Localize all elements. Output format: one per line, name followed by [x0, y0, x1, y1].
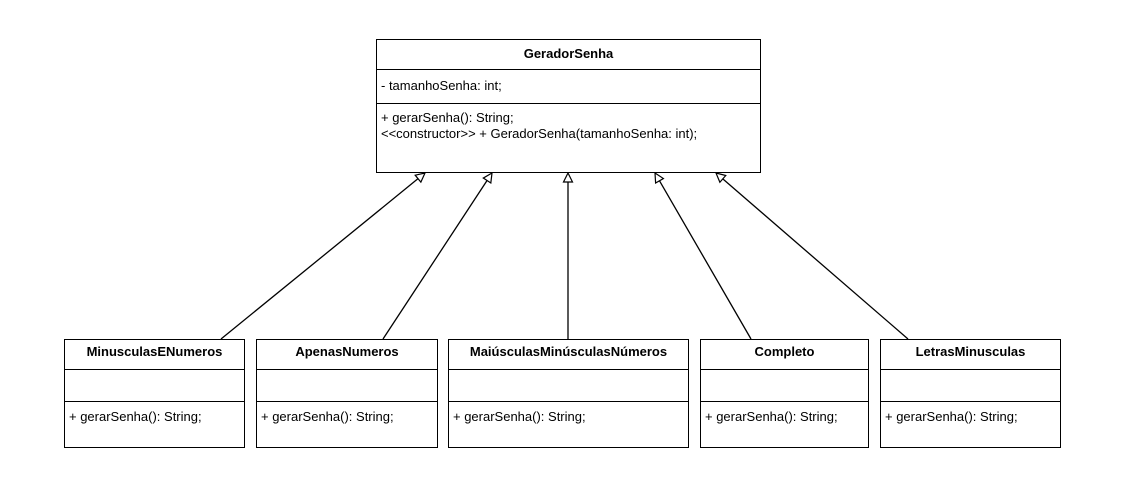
inheritance-arrowhead	[414, 172, 427, 184]
operation: + gerarSenha(): String;	[69, 409, 202, 424]
class-letras-minusculas[interactable]: LetrasMinusculas + gerarSenha(): String;	[880, 339, 1061, 448]
operations-compartment: + gerarSenha(): String;	[65, 402, 244, 430]
operation: <<constructor>> + GeradorSenha(tamanhoSe…	[381, 126, 698, 141]
inheritance-arrowhead	[654, 171, 665, 185]
attributes-compartment: - tamanhoSenha: int;	[377, 70, 760, 104]
operations-compartment: + gerarSenha(): String;	[881, 402, 1060, 430]
class-name: ApenasNumeros	[257, 340, 437, 370]
class-name: GeradorSenha	[377, 40, 760, 70]
attribute: - tamanhoSenha: int;	[381, 78, 502, 93]
operations-compartment: + gerarSenha(): String;	[449, 402, 688, 430]
operations-compartment: + gerarSenha(): String;	[257, 402, 437, 430]
class-name: LetrasMinusculas	[881, 340, 1060, 370]
inheritance-arrowhead	[482, 171, 493, 185]
operation: + gerarSenha(): String;	[705, 409, 838, 424]
inheritance-arrowhead	[562, 171, 574, 183]
attributes-compartment	[449, 370, 688, 402]
generalization-line[interactable]	[382, 180, 488, 340]
class-name: MinusculasENumeros	[65, 340, 244, 370]
generalization-line[interactable]	[722, 178, 909, 340]
operations-compartment: + gerarSenha(): String; <<constructor>> …	[377, 104, 760, 147]
attributes-compartment	[881, 370, 1060, 402]
operations-compartment: + gerarSenha(): String;	[701, 402, 868, 430]
operation: + gerarSenha(): String;	[453, 409, 586, 424]
operation: + gerarSenha(): String;	[261, 409, 394, 424]
class-name: Completo	[701, 340, 868, 370]
attributes-compartment	[701, 370, 868, 402]
operation: + gerarSenha(): String;	[381, 110, 514, 125]
attributes-compartment	[257, 370, 437, 402]
class-maiusculas-minusculas-numeros[interactable]: MaiúsculasMinúsculasNúmeros + gerarSenha…	[448, 339, 689, 448]
class-gerador-senha[interactable]: GeradorSenha - tamanhoSenha: int; + gera…	[376, 39, 761, 173]
class-completo[interactable]: Completo + gerarSenha(): String;	[700, 339, 869, 448]
generalization-line[interactable]	[658, 180, 752, 340]
inheritance-arrowhead	[714, 172, 727, 184]
operation: + gerarSenha(): String;	[885, 409, 1018, 424]
class-name: MaiúsculasMinúsculasNúmeros	[449, 340, 688, 370]
class-minusculas-e-numeros[interactable]: MinusculasENumeros + gerarSenha(): Strin…	[64, 339, 245, 448]
attributes-compartment	[65, 370, 244, 402]
class-apenas-numeros[interactable]: ApenasNumeros + gerarSenha(): String;	[256, 339, 438, 448]
generalization-line[interactable]	[220, 178, 419, 340]
